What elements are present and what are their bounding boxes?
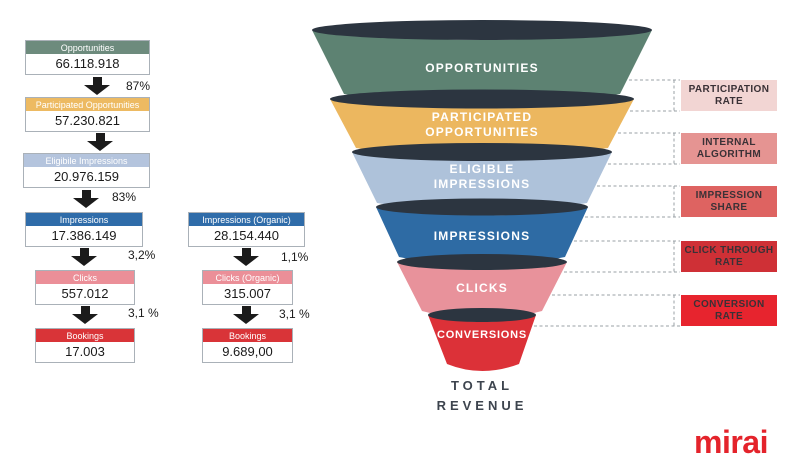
rate-value: 83% [112,190,137,204]
step-header: Impressions [26,213,142,226]
funnel-label: OPPORTUNITIES [425,125,539,139]
rate-label-line: SHARE [710,201,748,213]
total-revenue-line: TOTAL [450,378,514,393]
step-header: Opportunities [26,41,149,54]
step-value: 28.154.440 [213,228,280,243]
rate-label-line: RATE [714,256,744,268]
rate-value: 3,2% [128,248,156,262]
flow-box-impressions-organic: Impressions (Organic) 28.154.440 [188,212,305,247]
step-value: 66.118.918 [55,56,120,71]
step-header: Clicks (Organic) [203,271,292,284]
total-revenue-line: REVENUE [436,398,528,413]
rate-label-impression-share: IMPRESSION SHARE [681,186,777,217]
rate-value: 87% [126,79,151,93]
flow-box-participated-opportunities: Participated Opportunities 57.230.821 [25,97,150,132]
funnel-label: CLICKS [456,281,508,295]
funnel-label: ELIGIBLE [450,162,515,176]
down-arrow-icon [71,248,97,266]
flow-box-opportunities: Opportunities 66.118.918 [25,40,150,75]
down-arrow-icon [84,77,110,95]
rate-label-conversion-rate: CONVERSION RATE [681,295,777,326]
flow-box-bookings: Bookings 17.003 [35,328,135,363]
mirai-logo: mirai [694,424,768,460]
dashed-connectors [534,79,680,327]
rate-label-line: ALGORITHM [696,148,762,160]
step-value: 57.230.821 [54,113,121,128]
step-header: Clicks [36,271,134,284]
funnel-label: CONVERSIONS [437,329,527,341]
flow-box-eligibile-impressions: Eligibile Impressions 20.976.159 [23,153,150,188]
down-arrow-icon [233,306,259,324]
step-header: Impressions (Organic) [189,213,304,226]
rate-value: 3,1 % [128,306,159,320]
step-value: 20.976.159 [53,169,120,184]
step-header: Participated Opportunities [26,98,149,111]
funnel-graphic: OPPORTUNITIES PARTICIPATED OPPORTUNITIES… [312,20,680,371]
funnel-segment-conversions: CONVERSIONS [428,308,536,371]
step-value: 315.007 [224,286,271,301]
total-revenue-caption: TOTAL REVENUE [406,376,558,416]
flow-box-impressions: Impressions 17.386.149 [25,212,143,247]
funnel-segment-impressions: IMPRESSIONS [376,198,588,266]
step-header: Eligibile Impressions [24,154,149,167]
down-arrow-icon [72,306,98,324]
funnel-segment-eligible-impressions: ELIGIBLE IMPRESSIONS [352,143,612,212]
funnel-label: IMPRESSIONS [434,177,531,191]
flow-box-clicks-organic: Clicks (Organic) 315.007 [202,270,293,305]
step-value: 9.689,00 [222,344,273,359]
down-arrow-icon [233,248,259,266]
rate-label-line: CLICK THROUGH [684,244,774,256]
funnel-segment-participated-opportunities: PARTICIPATED OPPORTUNITIES [330,89,634,158]
rate-value: 3,1 % [279,307,310,321]
step-header: Bookings [203,329,292,342]
flow-box-clicks: Clicks 557.012 [35,270,135,305]
step-header: Bookings [36,329,134,342]
funnel-segment-opportunities: OPPORTUNITIES [312,20,652,104]
funnel-label: PARTICIPATED [432,110,532,124]
funnel-segment-clicks: CLICKS [397,254,567,319]
step-value: 17.003 [65,344,105,359]
rate-label-internal-algorithm: INTERNAL ALGORITHM [681,133,777,164]
rate-label-line: CONVERSION [693,298,765,310]
rate-label-participation-rate: PARTICIPATION RATE [681,80,777,111]
down-arrow-icon [87,133,113,151]
rate-label-line: PARTICIPATION [688,83,770,95]
rate-label-click-through-rate: CLICK THROUGH RATE [681,241,777,272]
rate-value: 1,1% [281,250,309,264]
rate-label-line: RATE [714,310,744,322]
funnel-label: OPPORTUNITIES [425,61,539,75]
rate-label-line: RATE [714,95,744,107]
step-value: 17.386.149 [51,228,117,243]
flow-box-bookings-organic: Bookings 9.689,00 [202,328,293,363]
step-value: 557.012 [61,286,109,301]
rate-label-line: IMPRESSION [695,189,763,201]
funnel-label: IMPRESSIONS [434,229,531,243]
down-arrow-icon [73,190,99,208]
rate-label-line: INTERNAL [702,136,756,148]
